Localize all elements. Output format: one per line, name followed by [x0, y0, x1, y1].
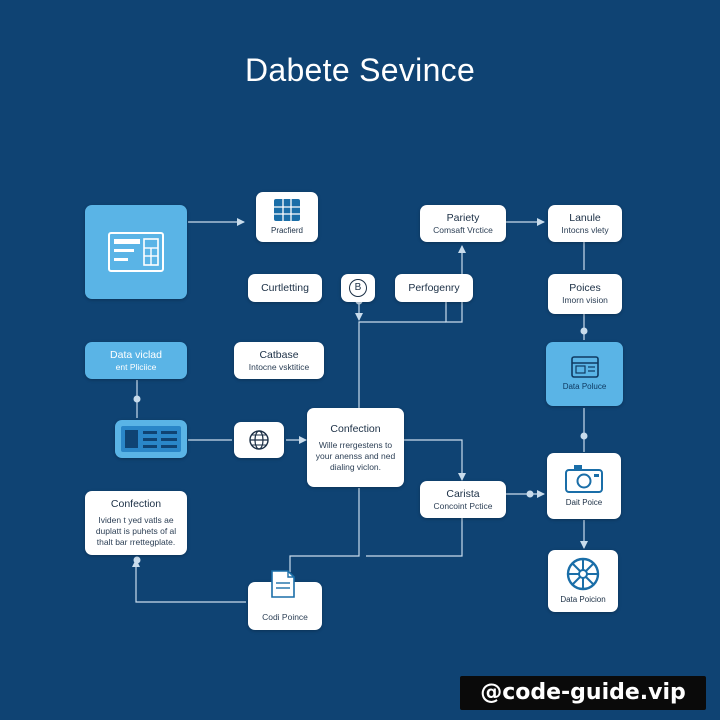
catbase-node[interactable]: Catbase Intocne vsktitice [234, 342, 324, 379]
catbase-label: Catbase [259, 348, 299, 361]
dashboard-icon [108, 232, 164, 272]
curtletting-node[interactable]: Curtletting [248, 274, 322, 302]
lanule-label: Lanule [569, 211, 601, 224]
lanule-node[interactable]: Lanule Intocns vlety [548, 205, 622, 242]
edge-center-perfogenry [358, 321, 446, 408]
data-viewed-node[interactable]: Data viclad ent Pliciice [85, 342, 187, 379]
poices-label: Poices [569, 282, 601, 294]
badge-node[interactable]: B [341, 274, 375, 302]
globe-node[interactable] [234, 422, 284, 458]
data-poicion-node[interactable]: Data Poicion [548, 550, 618, 612]
data-poluce-label: Data Poluce [562, 382, 607, 391]
edge-carista-down [366, 518, 463, 557]
data-poicion-label: Data Poicion [560, 595, 606, 604]
lanule-sub: Intocns vlety [561, 224, 609, 235]
watermark: @code-guide.vip [460, 676, 706, 710]
camera-icon [565, 465, 603, 493]
confection-left-node[interactable]: Confection Ividen t yed vatls ae duplatt… [85, 491, 187, 555]
document-icon [271, 570, 295, 598]
data-viewed-label: Data viclad [110, 348, 162, 361]
dait-poice-label: Dait Poice [565, 498, 603, 507]
confection-center-label: Confection [330, 422, 381, 435]
table-list-icon [121, 426, 181, 452]
carista-node[interactable]: Carista Concoint Pctice [420, 481, 506, 518]
codi-poince-label: Codi Poince [262, 611, 308, 622]
edge-doc-confection [132, 559, 246, 603]
data-viewed-sub: ent Pliciice [115, 361, 157, 372]
pariety-label: Pariety [446, 211, 480, 224]
window-icon [570, 356, 599, 378]
globe-icon [249, 430, 269, 450]
edge-center-carista [404, 439, 466, 481]
pariety-node[interactable]: Pariety Comsaft Vrctice [420, 205, 506, 242]
confection-left-sub: Ividen t yed vatls ae duplatt is puhets … [95, 515, 177, 547]
badge-icon: B [349, 279, 367, 297]
table-list-node[interactable] [115, 420, 187, 458]
pariety-sub: Comsaft Vrctice [433, 224, 493, 235]
edge-center-doc [289, 488, 360, 572]
carista-label: Carista [446, 487, 480, 500]
confection-center-sub: Wille rrergestens to your anenss and ned… [315, 439, 396, 472]
confection-center-node[interactable]: Confection Wille rrergestens to your ane… [307, 408, 404, 487]
dashboard-node[interactable] [85, 205, 187, 299]
confection-left-label: Confection [110, 498, 162, 510]
catbase-sub: Intocne vsktitice [248, 361, 310, 372]
carista-sub: Concoint Pctice [433, 500, 493, 511]
data-poluce-node[interactable]: Data Poluce [546, 342, 623, 406]
dait-poice-node[interactable]: Dait Poice [547, 453, 621, 519]
perfogenry-node[interactable]: Perfogenry [395, 274, 473, 302]
codi-poince-node[interactable]: Codi Poince [248, 570, 322, 630]
practiced-node[interactable]: Pracfierd [256, 192, 318, 242]
curtletting-label: Curtletting [261, 281, 309, 294]
practiced-label: Pracfierd [270, 226, 303, 235]
diagram-title: Dabete Sevince [244, 52, 476, 88]
aperture-icon [566, 557, 600, 591]
grid-app-icon [274, 199, 300, 221]
perfogenry-label: Perfogenry [408, 281, 460, 294]
poices-node[interactable]: Poices Imorn vision [548, 274, 622, 314]
poices-sub: Imorn vision [562, 295, 608, 305]
